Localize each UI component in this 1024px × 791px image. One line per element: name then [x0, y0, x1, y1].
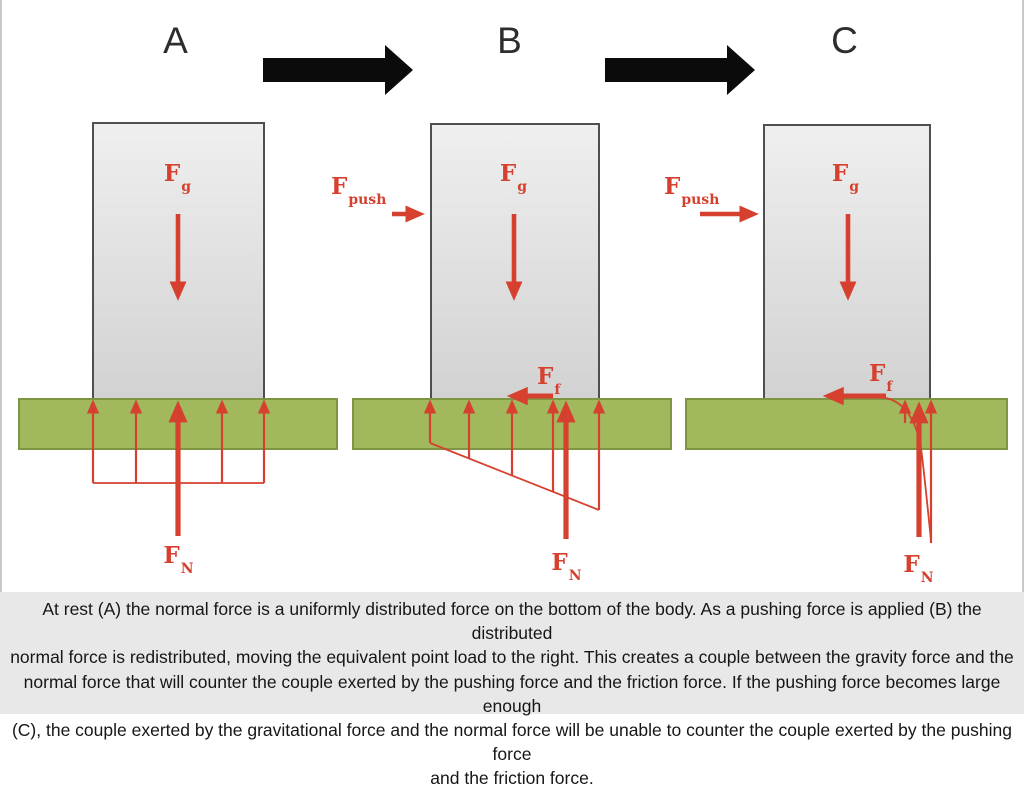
caption-line: (C), the couple exerted by the gravitati…	[11, 720, 1013, 765]
right-edge-line	[1022, 0, 1024, 592]
figure-caption: At rest (A) the normal force is a unifor…	[0, 592, 1024, 788]
label-main: F	[537, 363, 554, 390]
normal-force-label-c: FN	[903, 551, 933, 585]
gravity-force-label-c: Fg	[831, 160, 859, 194]
label-sub: g	[517, 178, 528, 195]
label-main: F	[163, 542, 180, 569]
panel-label-c: C	[831, 20, 859, 61]
label-main: F	[163, 160, 181, 187]
label-sub: N	[920, 569, 934, 586]
panel-label-a: A	[163, 20, 189, 61]
label-main: F	[331, 173, 348, 200]
ground-b	[352, 398, 672, 450]
push-force-label-b: Fpush	[331, 173, 386, 207]
label-main: F	[499, 160, 517, 187]
transition-arrow-b-to-c-icon	[605, 45, 755, 95]
label-sub: g	[181, 178, 192, 195]
transition-arrow-a-to-b-icon	[263, 45, 413, 95]
normal-force-label-a: FN	[163, 542, 193, 576]
caption-line: At rest (A) the normal force is a unifor…	[42, 599, 982, 644]
left-edge-line	[0, 0, 2, 592]
caption-line: and the friction force.	[430, 768, 594, 789]
label-sub: push	[348, 191, 387, 208]
ground-c	[685, 398, 1008, 450]
label-sub: f	[554, 381, 561, 398]
label-sub: N	[180, 560, 194, 577]
label-sub: g	[849, 178, 860, 195]
friction-force-label-c: Ff	[869, 360, 892, 394]
ground-a	[18, 398, 338, 450]
label-main: F	[664, 173, 681, 200]
push-force-label-c: Fpush	[664, 173, 719, 207]
label-sub: push	[681, 191, 720, 208]
label-main: F	[831, 160, 849, 187]
label-sub: f	[886, 378, 893, 395]
label-sub: N	[568, 567, 582, 584]
distributed-load-hypotenuse	[429, 442, 600, 511]
label-main: F	[903, 551, 920, 578]
caption-line: normal force is redistributed, moving th…	[10, 647, 1014, 668]
friction-force-label-b: Ff	[537, 363, 560, 397]
gravity-force-label-b: Fg	[499, 160, 527, 194]
label-main: F	[551, 549, 568, 576]
block-c	[763, 124, 931, 400]
label-main: F	[869, 360, 886, 387]
caption-line: normal force that will counter the coupl…	[23, 671, 1001, 716]
panel-label-b: B	[497, 20, 523, 61]
normal-force-label-b: FN	[551, 549, 581, 583]
gravity-force-label-a: Fg	[163, 160, 191, 194]
